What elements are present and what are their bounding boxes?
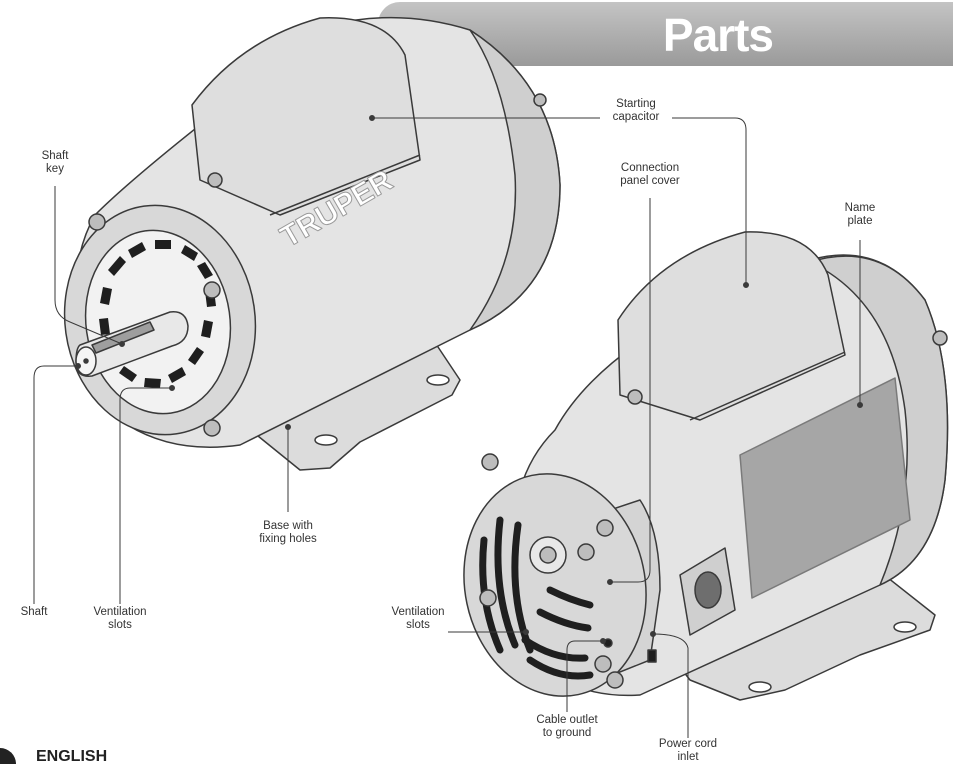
power-cord-inlet [647, 649, 657, 663]
right-nut-6 [594, 655, 612, 673]
label-starting-capacitor: Starting capacitor [612, 98, 660, 123]
label-base-fixing-holes: Base with fixing holes [259, 520, 317, 545]
page-title: Parts [662, 9, 774, 61]
left-capacitor-housing [191, 17, 421, 216]
left-base-fixing-hole-2 [314, 434, 338, 446]
left-ventilation-slots [99, 240, 216, 388]
right-base-fixing-hole-2 [748, 681, 772, 693]
left-motor: TRUPER [63, 16, 561, 471]
language-label: ENGLISH [36, 748, 108, 764]
left-base-fixing-hole-1 [426, 374, 450, 386]
right-nut-2 [596, 519, 614, 537]
name-plate [739, 377, 911, 599]
label-ventilation-slots-rear: Ventilation slots [391, 606, 445, 631]
left-shaft-key [91, 321, 155, 354]
right-capacitor-screw [627, 389, 643, 405]
left-capacitor-screw [207, 172, 223, 188]
label-cable-outlet-ground: Cable outlet to ground [536, 714, 598, 739]
leader-lines [33, 115, 863, 738]
left-front-bolt-2 [203, 281, 221, 299]
right-nut-3 [577, 543, 595, 561]
label-connection-panel-cover: Connection panel cover [620, 162, 680, 187]
label-shaft: Shaft [20, 606, 48, 618]
right-capacitor-housing [617, 231, 846, 421]
label-power-cord-inlet: Power cord inlet [658, 738, 718, 763]
right-nut-4 [479, 589, 497, 607]
label-shaft-key: Shaft key [41, 150, 69, 175]
right-motor [463, 231, 949, 701]
right-motor-rear-cap [809, 255, 949, 586]
right-base-fixing-hole-1 [893, 621, 917, 633]
label-name-plate: Name plate [844, 202, 876, 227]
right-nut-1 [481, 453, 499, 471]
left-front-bolt-3 [203, 419, 221, 437]
label-ventilation-slots-front: Ventilation slots [93, 606, 147, 631]
left-front-bolt-1 [88, 213, 106, 231]
right-nut-5 [606, 671, 624, 689]
